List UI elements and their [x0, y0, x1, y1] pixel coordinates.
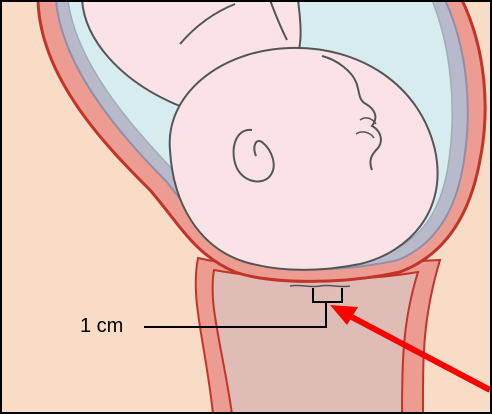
- dilation-measurement-label: 1 cm: [80, 314, 123, 338]
- cervical-canal-inner: [213, 270, 418, 414]
